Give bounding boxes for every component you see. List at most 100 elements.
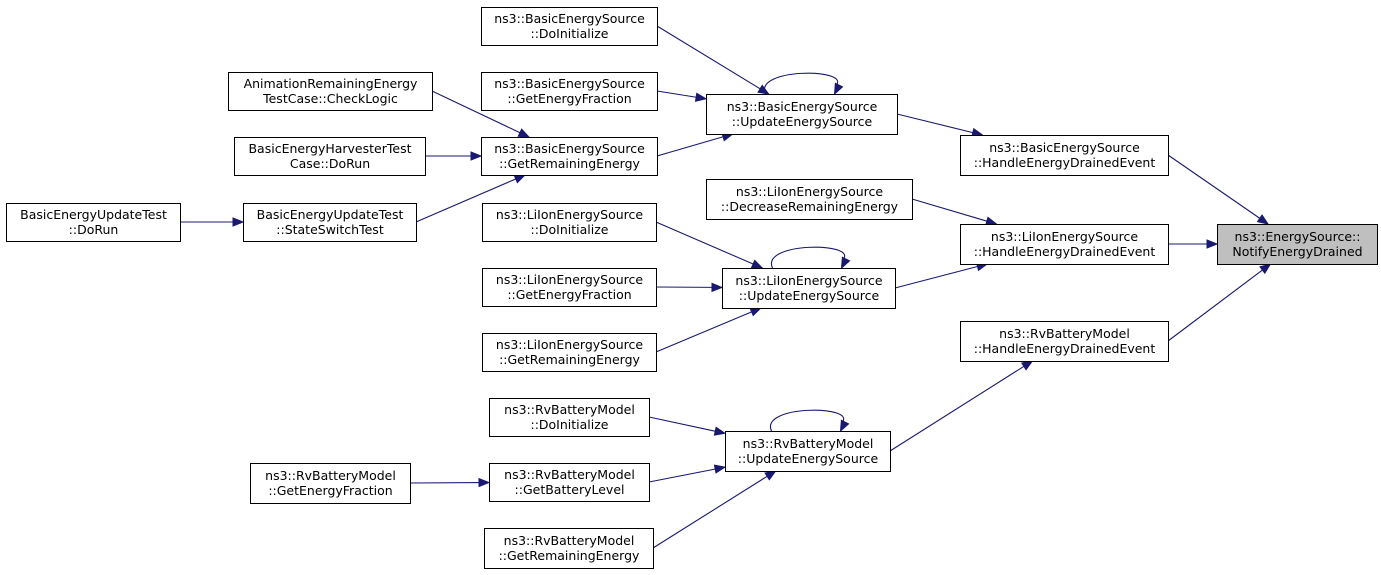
node-label-line: ns3::LiIonEnergySource [496,337,644,352]
node-box [722,268,896,309]
edge-line [648,468,717,483]
node-label-line: ns3::LiIonEnergySource [735,273,883,288]
edge-line [431,90,522,134]
node-box [6,203,181,242]
edge-line [1167,268,1264,342]
edge-rv-doinit-to-rv-update [648,416,727,436]
node-liion-handle[interactable]: ns3::LiIonEnergySource::HandleEnergyDrai… [960,224,1169,265]
node-basic-update[interactable]: ns3::BasicEnergySource::UpdateEnergySour… [706,94,898,135]
node-liion-update[interactable]: ns3::LiIonEnergySource::UpdateEnergySour… [722,268,896,309]
node-rv-getfrac[interactable]: ns3::RvBatteryModel::GetEnergyFraction [250,463,411,504]
node-rv-getrem[interactable]: ns3::RvBatteryModel::GetRemainingEnergy [484,528,654,569]
nodes-layer: ns3::EnergySource::NotifyEnergyDrainedns… [6,7,1378,569]
node-label-line: ns3::RvBatteryModel [504,467,635,482]
node-liion-doinit[interactable]: ns3::LiIonEnergySource::DoInitialize [482,203,657,242]
edge-line [911,198,988,222]
node-label-line: ::DoInitialize [530,222,608,237]
node-label-line: ns3::RvBatteryModel [743,436,874,451]
node-basic-getrem[interactable]: ns3::BasicEnergySource::GetRemainingEner… [481,137,658,176]
arrowhead [478,477,491,488]
node-label-line: ::GetRemainingEnergy [499,548,640,563]
node-box [228,72,433,111]
arrowhead [232,217,245,227]
node-label-line: ns3::RvBatteryModel [999,326,1130,341]
node-label-line: ns3::BasicEnergySource [727,99,878,114]
arrowhead [1259,263,1272,275]
edge-basic-doinit-to-basic-update [656,25,770,95]
node-label-line: ns3::BasicEnergySource [989,140,1140,155]
node-label-line: ns3::RvBatteryModel [504,402,635,417]
arrowhead [840,256,851,270]
node-box [489,398,650,437]
node-box [482,333,657,372]
arrowhead [713,464,727,474]
node-label-line: ::UpdateEnergySource [739,288,880,303]
arrowhead [764,470,777,481]
edge-line [656,25,762,90]
edge-liion-decrease-to-liion-handle [911,198,998,226]
node-box [706,94,898,135]
node-rv-getlevel[interactable]: ns3::RvBatteryModel::GetBatteryLevel [489,463,650,502]
node-label-line: ns3::RvBatteryModel [265,468,396,483]
node-label-line: ::DecreaseRemainingEnergy [721,199,899,214]
arrowhead [517,128,531,138]
edge-rv-handle-to-root [1167,263,1272,342]
edge-line [415,178,517,223]
node-label-line: ::DoRun [69,222,119,237]
node-basic-getfrac[interactable]: ns3::BasicEnergySource::GetEnergyFractio… [481,72,658,111]
edge-rv-update-to-rv-update [770,409,850,433]
node-liion-getfrac[interactable]: ns3::LiIonEnergySource::GetEnergyFractio… [482,268,657,307]
arrowhead [711,282,724,293]
edge-line [896,113,974,134]
node-label-line: AnimationRemainingEnergy [244,76,418,91]
node-basic-doinit[interactable]: ns3::BasicEnergySource::DoInitialize [481,7,658,46]
node-box [482,203,657,242]
arrowhead [713,426,727,436]
node-box [481,7,658,46]
edge-liion-update-to-liion-update [771,246,851,270]
node-rv-doinit[interactable]: ns3::RvBatteryModel::DoInitialize [489,398,650,437]
arrowhead [750,259,764,269]
node-label-line: TestCase::CheckLogic [262,91,398,106]
node-update-switch[interactable]: BasicEnergyUpdateTest::StateSwitchTest [243,203,417,242]
edge-line [894,265,979,289]
node-box [481,72,658,111]
edge-line [655,221,755,265]
arrowhead [985,216,998,226]
node-liion-decrease[interactable]: ns3::LiIonEnergySource::DecreaseRemainin… [706,179,913,220]
edge-line [655,310,753,353]
edge-line [771,246,846,269]
arrowhead [749,307,763,317]
node-box [960,224,1169,265]
node-box [960,321,1169,362]
node-anim-check[interactable]: AnimationRemainingEnergyTestCase::CheckL… [228,72,433,111]
edge-liion-handle-to-root [1168,239,1219,249]
node-label-line: ::DoInitialize [530,417,608,432]
node-label-line: ns3::BasicEnergySource [494,141,645,156]
node-basic-handle[interactable]: ns3::BasicEnergySource::HandleEnergyDrai… [960,135,1169,176]
arrowhead [694,92,708,102]
edge-liion-doinit-to-liion-update [655,221,764,269]
arrowhead [839,419,850,433]
node-label-line: ns3::LiIonEnergySource [991,229,1139,244]
node-box [1217,224,1378,265]
node-box [725,431,891,472]
node-label-line: BasicEnergyUpdateTest [257,207,404,222]
node-rv-handle[interactable]: ns3::RvBatteryModel::HandleEnergyDrained… [960,321,1169,362]
edge-rv-update-to-rv-handle [889,360,1034,452]
arrowhead [1206,239,1219,249]
node-update-run[interactable]: BasicEnergyUpdateTest::DoRun [6,203,181,242]
node-rv-update[interactable]: ns3::RvBatteryModel::UpdateEnergySource [725,431,891,472]
node-box [482,268,657,307]
arrowhead [757,84,770,95]
node-label-line: ::HandleEnergyDrainedEvent [974,341,1156,356]
edge-rv-getrem-to-rv-update [652,470,777,549]
node-liion-getrem[interactable]: ns3::LiIonEnergySource::GetRemainingEner… [482,333,657,372]
node-label-line: ns3::BasicEnergySource [494,76,645,91]
node-label-line: ::UpdateEnergySource [738,451,879,466]
edge-basic-handle-to-root [1167,154,1270,225]
node-root[interactable]: ns3::EnergySource::NotifyEnergyDrained [1217,224,1378,265]
arrowhead [470,151,483,161]
